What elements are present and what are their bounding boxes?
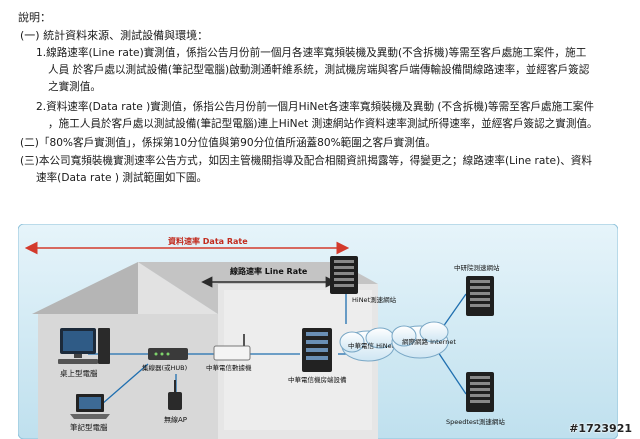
- heading: 說明：: [18, 11, 51, 24]
- item3-line1: (三)本公司寬頻裝機實測速率公告方式，如因主管機關指導及配合相關資訊揭露等，得變…: [20, 155, 592, 167]
- item1-sub1-line2: 人員 於客戶處以測試設備(筆記型電腦)啟動測通軒維系統，測試機房端與客戶端傳輸設…: [48, 64, 590, 76]
- dslam-rack-icon: [302, 328, 332, 372]
- hub-label: 集線器(或HUB): [142, 363, 187, 372]
- item3-line2: 速率(Data rate ) 測試範圍如下圖。: [36, 172, 208, 184]
- internet-cloud-label: 網際網路 Internet: [402, 337, 456, 346]
- item1-title: (一) 統計資料來源、測試設備與環境：: [20, 29, 209, 42]
- item1-sub2-line1: 2.資料速率(Data rate )實測值，係指公告月份前一個月HiNet各速率…: [36, 101, 594, 113]
- desktop-label: 桌上型電腦: [60, 368, 98, 378]
- speedtest-site-label: Speedtest測速網站: [446, 417, 505, 426]
- hinet-cloud-icon: [339, 327, 395, 362]
- hinet-cloud-label: 中華電信 HiNet: [348, 341, 395, 350]
- item1-sub1-line3: 之實測值。: [48, 81, 101, 93]
- modem-icon: [213, 334, 251, 361]
- wireless-ap-icon: [168, 380, 182, 410]
- item1-sub1-line1: 1.線路速率(Line rate)實測值，係指公告月份前一個月各速率寬頻裝機及異…: [36, 47, 587, 59]
- cht-speed-server-icon: [466, 276, 494, 316]
- speedtest-server-icon: [466, 372, 494, 412]
- line-rate-label: 線路速率 Line Rate: [230, 266, 308, 276]
- item1-sub2-line2: ，施工人員於客戶處以測試設備(筆記型電腦)連上HiNet 測速網站作資料速率測試…: [48, 118, 598, 130]
- data-rate-label: 資料速率 Data Rate: [168, 236, 248, 246]
- internet-cloud-icon: [391, 321, 449, 359]
- hub-icon: [148, 348, 188, 360]
- hinet-speed-server-icon: [330, 256, 358, 294]
- ap-label: 無線AP: [164, 415, 187, 424]
- network-diagram: 資料速率 Data Rate 線路速率 Line Rate 桌上型電腦 筆記型電…: [18, 224, 618, 439]
- item2: (二)「80%客戶實測值」，係採第10分位值與第90分位值所涵蓋80%範圍之客戶…: [20, 137, 437, 149]
- laptop-label: 筆記型電腦: [70, 422, 108, 432]
- watermark: #1723921: [569, 422, 632, 435]
- laptop-icon: [70, 394, 110, 419]
- cht-speed-site-label: 中研院測速網站: [454, 263, 500, 272]
- hinet-speed-site-label: HiNet測速網站: [352, 295, 397, 304]
- modem-label: 中華電信數據機: [206, 363, 252, 372]
- dslam-label: 中華電信機房端設備: [288, 375, 347, 384]
- desktop-pc-icon: [58, 328, 110, 364]
